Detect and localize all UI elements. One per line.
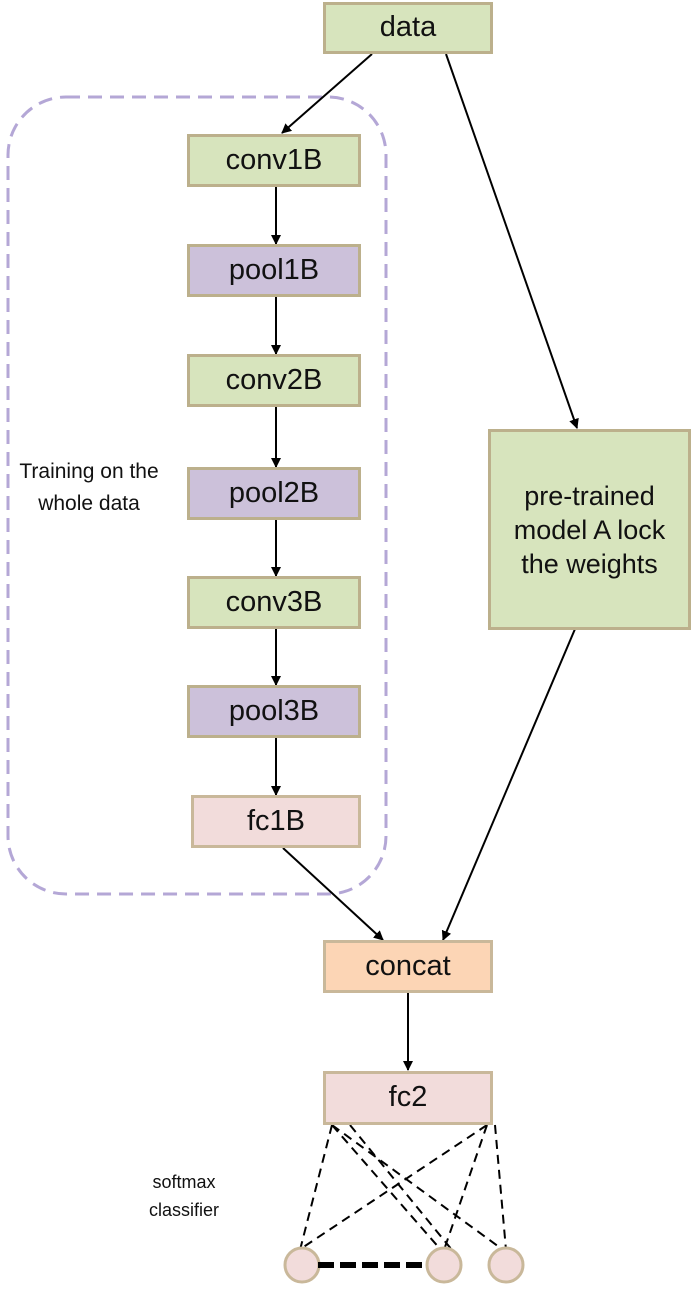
pretrained-model-label: pre-trained model A lock the weights [513, 480, 666, 579]
arrow-data-to-pretrained [445, 53, 579, 429]
concat-label: concat [365, 949, 451, 982]
pool2b-node: pool2B [187, 467, 361, 520]
training-caption-text: Training on the whole data [19, 460, 159, 515]
pool1b-node: pool1B [187, 244, 361, 297]
pool1b-label: pool1B [228, 253, 320, 286]
pool3b-label: pool3B [228, 694, 320, 727]
training-caption: Training on the whole data [18, 456, 160, 520]
pretrained-model-node: pre-trained model A lock the weights [488, 429, 691, 630]
training-region [6, 95, 388, 896]
softmax-caption-text: softmax classifier [148, 1172, 219, 1220]
conv3b-node: conv3B [187, 576, 361, 629]
conv1b-label: conv1B [225, 143, 323, 176]
arrow-pretrained-to-concat [441, 628, 576, 941]
fc1b-node: fc1B [191, 795, 361, 848]
fc1b-label: fc1B [246, 804, 306, 837]
output-neuron-1 [283, 1246, 321, 1284]
output-neuron-3 [487, 1246, 525, 1284]
fc2-node: fc2 [323, 1071, 493, 1125]
arrow-fc1b-to-concat [282, 847, 384, 941]
conv2b-label: conv2B [225, 363, 323, 396]
concat-node: concat [323, 940, 493, 993]
pool2b-label: pool2B [228, 476, 320, 509]
arrow-data-to-conv1b [281, 53, 373, 134]
conv2b-node: conv2B [187, 354, 361, 407]
conv3b-label: conv3B [225, 585, 323, 618]
fc2-label: fc2 [388, 1081, 428, 1114]
softmax-connections [299, 1124, 507, 1253]
output-neuron-2 [425, 1246, 463, 1284]
data-label: data [379, 11, 437, 44]
data-node: data [323, 2, 493, 54]
softmax-caption: softmax classifier [128, 1168, 240, 1224]
conv1b-node: conv1B [187, 134, 361, 187]
pool3b-node: pool3B [187, 685, 361, 738]
